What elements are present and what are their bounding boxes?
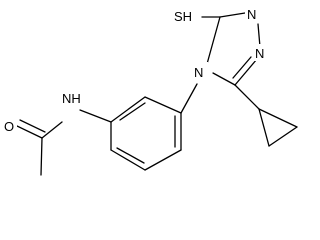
- atom-label-n-2: N: [247, 7, 256, 22]
- bond-cyclopropyl-2: [268, 126, 298, 147]
- bond-cyclopropyl-1: [258, 108, 298, 128]
- atom-label-n-1: N: [255, 46, 264, 61]
- bond-phenyl-triazole: [180, 83, 198, 114]
- bond-methyl-carbonyl: [40, 137, 43, 176]
- bond-cyclopropyl-3: [258, 108, 270, 147]
- label-bg-n1: [253, 44, 267, 61]
- bond-carbonyl-o-2: [19, 119, 46, 133]
- atom-label-nh: NH: [62, 91, 81, 106]
- bond-triazole-c5-n4: [212, 72, 236, 86]
- label-bg-nh: [60, 88, 86, 106]
- bond-phenyl-inner-1: [119, 102, 146, 121]
- bond-triazole-c3-n2: [219, 12, 246, 18]
- label-bg-n2: [245, 5, 259, 22]
- bond-triazole-n1-c5: [234, 58, 258, 86]
- label-bg-sh: [172, 6, 200, 24]
- bond-carbonyl-n: [41, 121, 63, 139]
- molecule-structure: SH N N N NH O: [2, 5, 298, 176]
- bond-phenyl-4: [144, 149, 182, 171]
- label-bg-n4: [192, 62, 208, 80]
- atom-label-sh: SH: [174, 9, 192, 24]
- bond-phenyl-1: [110, 96, 146, 123]
- bond-triazole-n4-c3: [206, 16, 221, 65]
- bond-phenyl-2: [144, 96, 182, 114]
- bond-triazole-n2-n1: [257, 23, 261, 48]
- bond-triazole-cyclopropyl: [234, 84, 260, 110]
- atom-label-o: O: [4, 119, 14, 134]
- bond-phenyl-5: [110, 149, 146, 171]
- label-bg-o: [2, 116, 17, 134]
- bond-triazole-n1-c5-inner: [232, 56, 252, 79]
- structure-canvas: SH N N N NH O: [2, 5, 298, 176]
- bond-carbonyl-o-1: [16, 125, 43, 139]
- bond-phenyl-inner-3: [116, 147, 145, 164]
- atom-label-n-4: N: [194, 65, 203, 80]
- bond-n-phenyl: [79, 109, 112, 123]
